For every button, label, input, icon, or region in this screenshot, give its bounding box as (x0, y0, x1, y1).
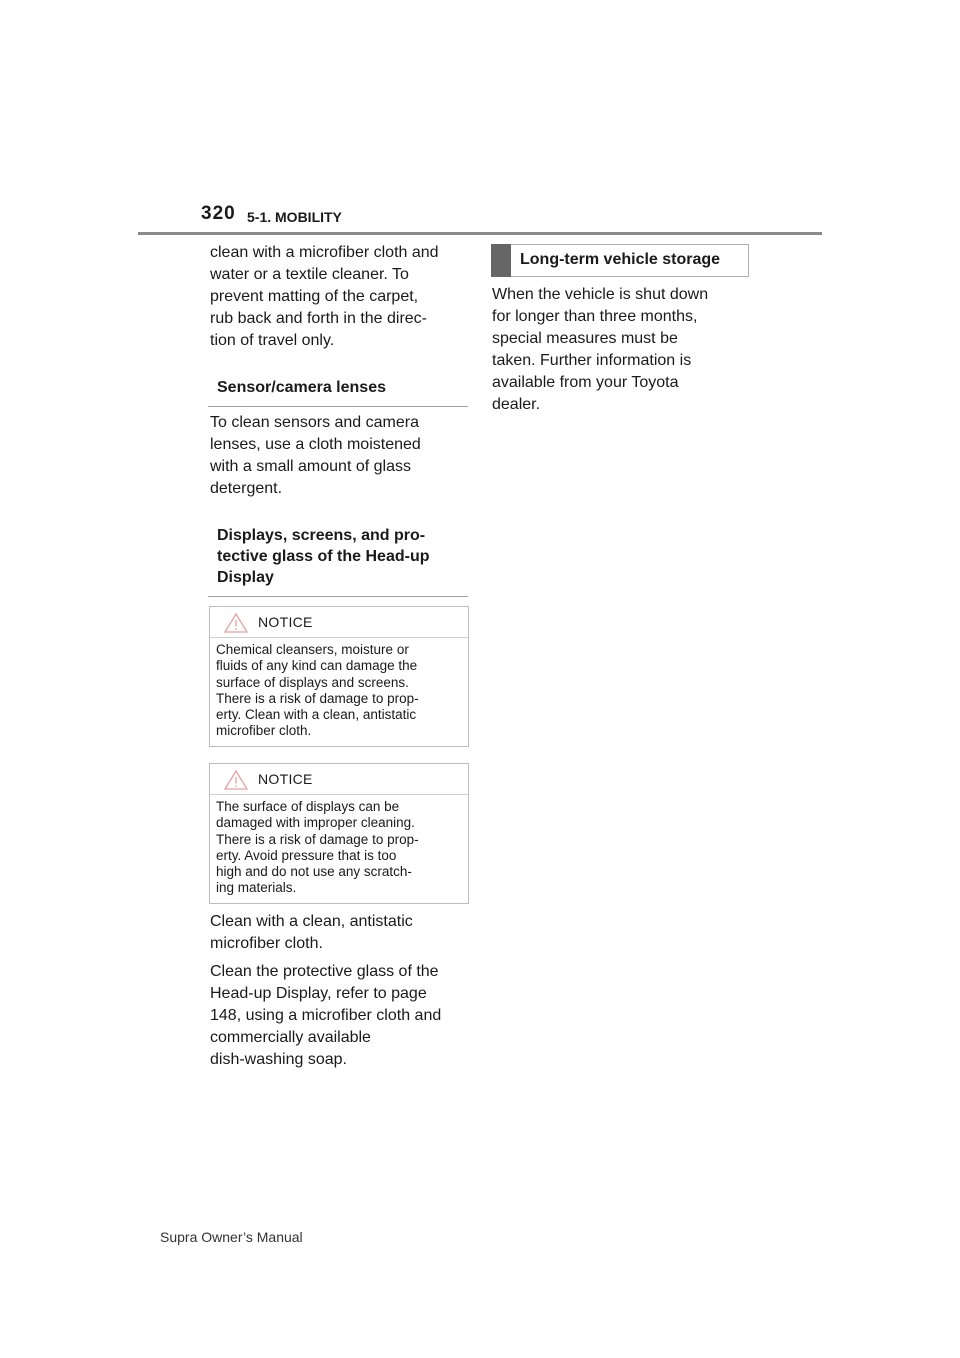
notice-box-2: NOTICE The surface of displays can be da… (209, 763, 469, 904)
warning-triangle-icon (224, 613, 248, 633)
sensor-paragraph: To clean sensors and camera lenses, use … (210, 412, 468, 500)
text-line: When the vehicle is shut down (492, 286, 709, 303)
text-line: available from your Toyota (492, 374, 679, 391)
text-line: Clean the protective glass of the (210, 963, 439, 980)
notice-header: NOTICE (210, 764, 468, 795)
notice-label: NOTICE (258, 614, 313, 630)
text-line: To clean sensors and camera (210, 414, 419, 431)
text-line: special measures must be (492, 330, 678, 347)
notice-line: damaged with improper cleaning. (216, 815, 415, 831)
notice-line: There is a risk of damage to prop- (216, 690, 419, 706)
warning-triangle-icon (224, 770, 248, 790)
text-line: detergent. (210, 480, 283, 497)
text-line: clean with a microfiber cloth and (210, 244, 439, 261)
text-line: taken. Further information is (492, 352, 692, 369)
text-line: dealer. (492, 396, 541, 413)
notice-line: high and do not use any scratch- (216, 864, 412, 880)
displays-heading-line: Display (217, 569, 274, 586)
text-line: 148, using a microfiber cloth and (210, 1007, 442, 1024)
notice-line: erty. Avoid pressure that is too (216, 847, 397, 863)
text-line: rub back and forth in the direc- (210, 310, 428, 327)
displays-heading-line: Displays, screens, and pro- (217, 527, 426, 544)
text-line: water or a textile cleaner. To (210, 266, 409, 283)
footer-manual-title: Supra Owner’s Manual (160, 1229, 303, 1245)
text-line: dish-washing soap. (210, 1051, 347, 1068)
notice-box-1: NOTICE Chemical cleansers, moisture or f… (209, 606, 469, 747)
page-number: 320 (201, 203, 236, 224)
notice-line: surface of displays and screens. (216, 674, 409, 690)
text-line: Clean with a clean, antistatic (210, 913, 413, 930)
notice-line: The surface of displays can be (216, 799, 400, 814)
notice-line: There is a risk of damage to prop- (216, 831, 419, 847)
storage-heading-text: Long-term vehicle storage (520, 251, 721, 268)
sensor-heading-text: Sensor/camera lenses (217, 379, 386, 396)
storage-paragraph: When the vehicle is shut down for longer… (492, 284, 750, 416)
notice-line: fluids of any kind can damage the (216, 658, 418, 674)
heading-marker-bar (491, 244, 511, 277)
displays-heading-line: tective glass of the Head-up (217, 548, 430, 565)
text-line: microfiber cloth. (210, 935, 323, 952)
sensor-heading: Sensor/camera lenses (208, 377, 468, 407)
text-line: Head-up Display, refer to page (210, 985, 427, 1002)
notice-line: Chemical cleansers, moisture or (216, 642, 409, 657)
text-line: commercially available (210, 1029, 371, 1046)
hud-paragraph: Clean the protective glass of the Head-u… (210, 961, 468, 1071)
notice-body: The surface of displays can be damaged w… (210, 795, 468, 905)
text-line: lenses, use a cloth moistened (210, 436, 421, 453)
notice-header: NOTICE (210, 607, 468, 638)
notice-line: erty. Clean with a clean, antistatic (216, 707, 417, 723)
text-line: with a small amount of glass (210, 458, 411, 475)
text-line: prevent matting of the carpet, (210, 288, 419, 305)
text-line: for longer than three months, (492, 308, 698, 325)
text-line: tion of travel only. (210, 332, 335, 349)
intro-paragraph: clean with a microfiber cloth and water … (210, 242, 468, 352)
notice-line: microfiber cloth. (216, 723, 312, 739)
notice-line: ing materials. (216, 880, 297, 896)
storage-heading: Long-term vehicle storage (491, 244, 749, 277)
notice-body: Chemical cleansers, moisture or fluids o… (210, 638, 468, 748)
displays-heading: Displays, screens, and pro- tective glas… (208, 525, 468, 597)
header-rule (138, 232, 822, 235)
section-title: 5-1. MOBILITY (247, 209, 342, 225)
clean-paragraph: Clean with a clean, antistatic microfibe… (210, 911, 468, 955)
notice-label: NOTICE (258, 771, 313, 787)
